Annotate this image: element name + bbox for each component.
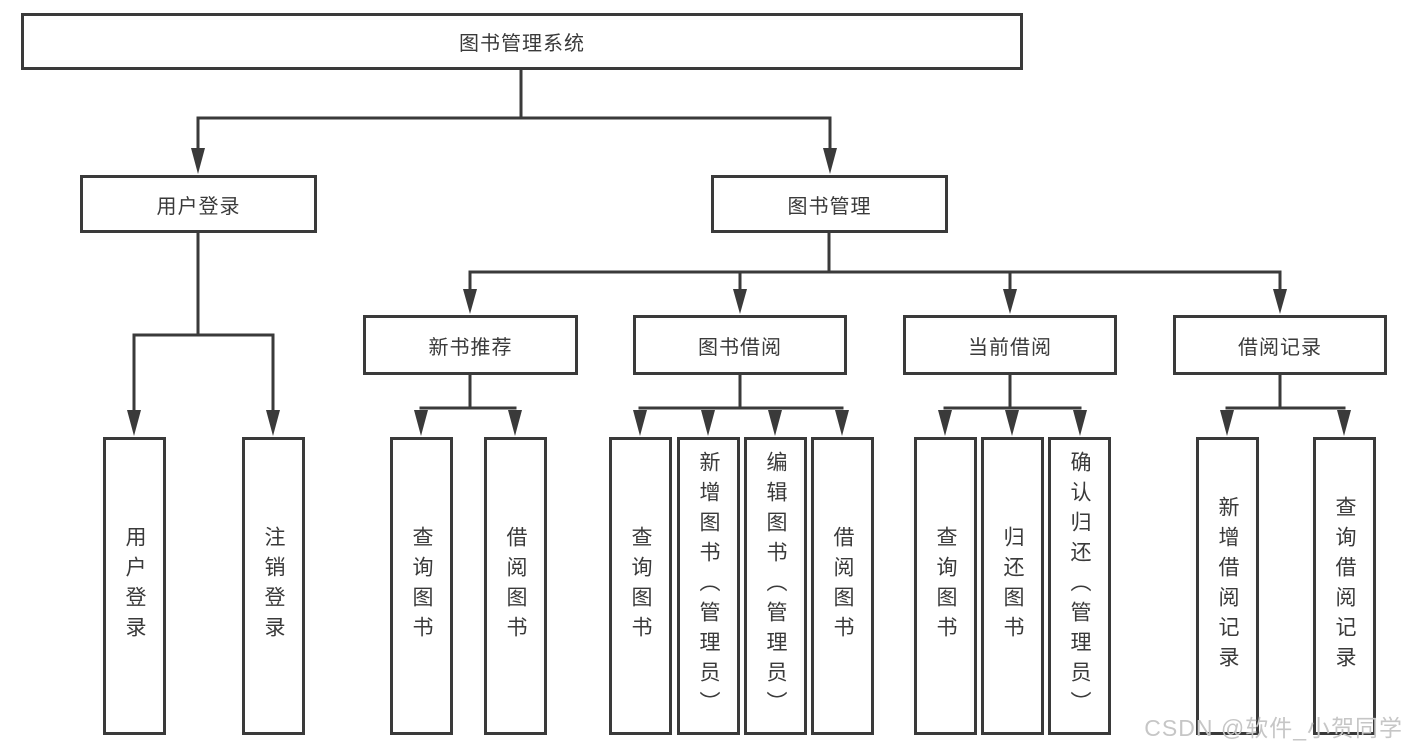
leaf-query-book-recommend: 查询图书	[390, 437, 453, 735]
leaf-borrow-book-label: 借阅图书	[831, 526, 854, 646]
leaf-add-borrow-record: 新增借阅记录	[1196, 437, 1259, 735]
leaf-query-book-borrow-label: 查询图书	[629, 526, 652, 646]
leaf-edit-book-admin: 编辑图书（管理员）	[744, 437, 807, 735]
leaf-logout: 注销登录	[242, 437, 305, 735]
leaf-add-borrow-record-label: 新增借阅记录	[1216, 496, 1239, 676]
leaf-query-book-borrow: 查询图书	[609, 437, 672, 735]
node-user-login-label: 用户登录	[156, 195, 241, 218]
node-book-management-label: 图书管理	[787, 195, 872, 218]
leaf-return-book: 归还图书	[981, 437, 1044, 735]
node-user-login: 用户登录	[80, 175, 317, 233]
node-book-management: 图书管理	[711, 175, 948, 233]
leaf-add-book-admin: 新增图书（管理员）	[677, 437, 740, 735]
node-borrow-records: 借阅记录	[1173, 315, 1387, 375]
leaf-query-book-current: 查询图书	[914, 437, 977, 735]
leaf-return-book-label: 归还图书	[1001, 526, 1024, 646]
leaf-logout-label: 注销登录	[262, 526, 285, 646]
leaf-borrow-book: 借阅图书	[811, 437, 874, 735]
leaf-user-login-label: 用户登录	[123, 526, 146, 646]
node-root-label: 图书管理系统	[459, 33, 585, 55]
node-new-book-recommend-label: 新书推荐	[428, 336, 513, 359]
leaf-edit-book-admin-label: 编辑图书（管理员）	[764, 451, 787, 721]
leaf-confirm-return-admin-label: 确认归还（管理员）	[1068, 451, 1091, 721]
node-current-borrow-label: 当前借阅	[968, 336, 1052, 359]
leaf-query-book-current-label: 查询图书	[934, 526, 957, 646]
node-book-borrow: 图书借阅	[633, 315, 847, 375]
node-book-borrow-label: 图书借阅	[698, 336, 782, 359]
leaf-query-borrow-record-label: 查询借阅记录	[1333, 496, 1356, 676]
leaf-query-book-recommend-label: 查询图书	[410, 526, 433, 646]
leaf-query-borrow-record: 查询借阅记录	[1313, 437, 1376, 735]
node-new-book-recommend: 新书推荐	[363, 315, 578, 375]
leaf-confirm-return-admin: 确认归还（管理员）	[1048, 437, 1111, 735]
leaf-user-login: 用户登录	[103, 437, 166, 735]
watermark: CSDN @软件_小贺同学	[1144, 715, 1403, 741]
leaf-add-book-admin-label: 新增图书（管理员）	[697, 451, 720, 721]
leaf-borrow-book-recommend: 借阅图书	[484, 437, 547, 735]
leaf-borrow-book-recommend-label: 借阅图书	[504, 526, 527, 646]
node-current-borrow: 当前借阅	[903, 315, 1117, 375]
node-borrow-records-label: 借阅记录	[1238, 336, 1322, 359]
node-root: 图书管理系统	[21, 13, 1023, 70]
